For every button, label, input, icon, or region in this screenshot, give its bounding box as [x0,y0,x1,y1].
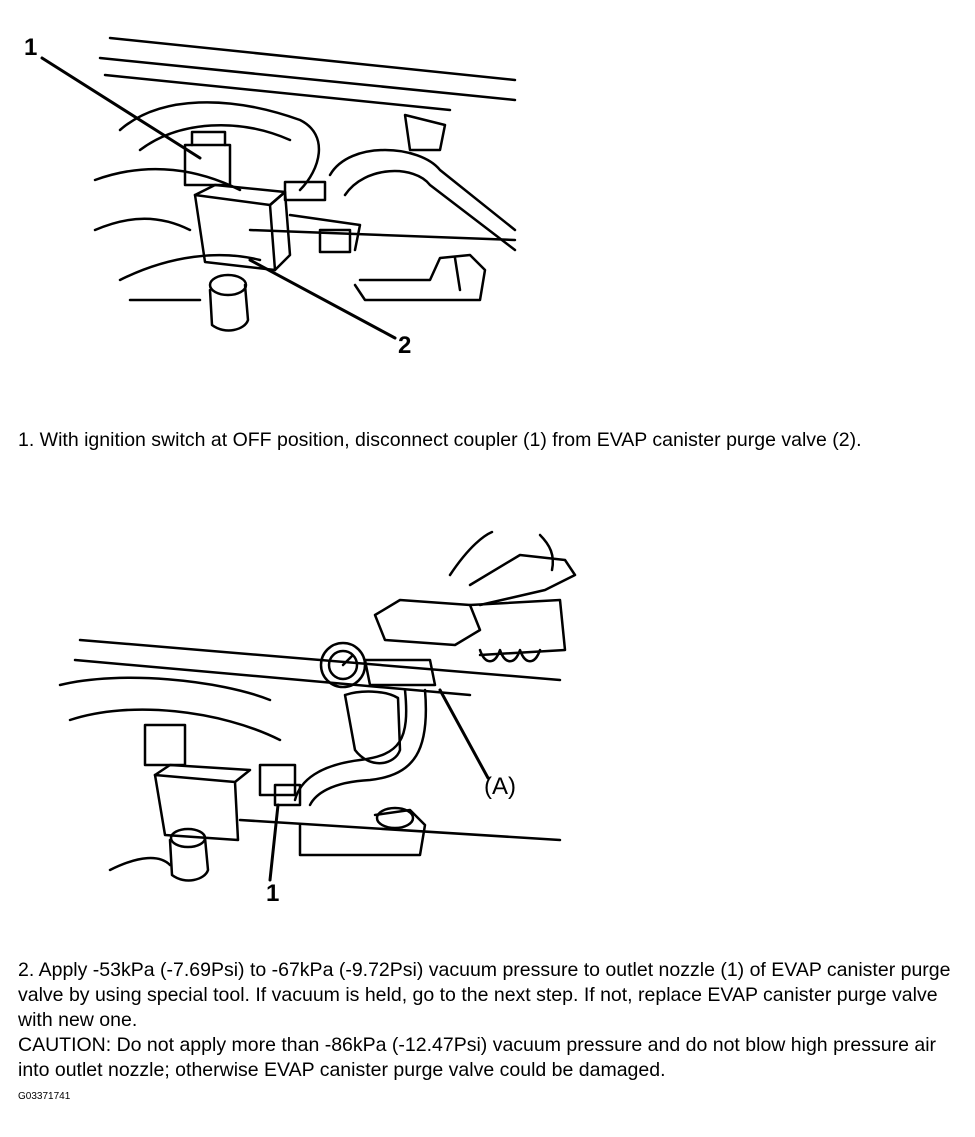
figure-1-drawing [40,36,517,340]
gauge-needle [341,654,354,667]
hand-outline [448,530,577,607]
callout-1: 1 [266,880,280,907]
hose-right [328,148,517,232]
callout-2: 2 [398,332,412,359]
frame-left-3 [118,253,262,282]
nozzle-link [288,213,362,252]
body-line-2 [98,56,517,102]
body-line-top [108,36,517,82]
body-line-3 [103,73,452,112]
figure-2-vacuum-test: 1 (A) [0,520,620,920]
mount-left [208,283,250,332]
vacuum-hose [293,688,408,802]
mount-right [298,808,427,857]
reservoir [343,690,402,765]
mount-right [353,253,487,302]
bracket-top [403,113,447,152]
purge-valve-body [153,773,240,842]
mount-right-cap [375,806,415,830]
leader-2 [248,258,397,340]
figure-2-drawing [58,530,577,882]
mount-right-post [453,256,462,292]
pump-handle [468,598,567,657]
callout-A: (A) [484,773,516,800]
nozzle-right [318,228,352,254]
outlet-nozzle [273,783,302,807]
body-line-lower-2 [108,856,172,872]
gauge-mount [363,658,437,687]
body-line-4 [68,708,282,742]
figure-id: G03371741 [18,1091,71,1102]
purge-valve-top [153,763,252,784]
purge-valve-side [268,190,292,272]
coupler-body [183,143,232,187]
body-line-top [78,638,562,682]
coupler-body [143,723,187,767]
hose-left [118,101,320,192]
frame-left [93,167,242,192]
hose-right-inner [343,169,517,252]
callout-1: 1 [24,34,38,61]
leader-A [438,688,490,780]
pump-body [373,598,482,647]
leader-1 [40,56,202,160]
hand-thumb [538,533,555,572]
leader-1 [268,803,280,882]
figure-1-purge-valve-coupler: 1 2 [0,0,560,380]
purge-valve-nozzle [258,763,297,797]
vacuum-hose-inner [308,688,428,807]
mount-left [168,836,210,882]
body-line-lower [238,818,562,842]
caution-text: CAUTION: Do not apply more than -86kPa (… [18,1034,937,1081]
coupler-cap [190,130,227,147]
pump-fingers [478,648,542,663]
step-2-text: 2. Apply -53kPa (-7.69Psi) to -67kPa (-9… [18,959,951,1031]
body-line-bottom [248,228,517,242]
body-line-3 [58,676,272,702]
purge-valve-body [193,193,277,272]
hose-left-inner [138,124,292,152]
nozzle-upper [283,180,327,202]
gauge-dial-inner [327,649,359,681]
mount-left-top [208,273,248,297]
step-2-block: 2. Apply -53kPa (-7.69Psi) to -67kPa (-9… [18,958,963,1083]
step-1-text: 1. With ignition switch at OFF position,… [18,429,862,451]
mount-left-top [169,827,207,849]
frame-left-2 [93,217,192,232]
